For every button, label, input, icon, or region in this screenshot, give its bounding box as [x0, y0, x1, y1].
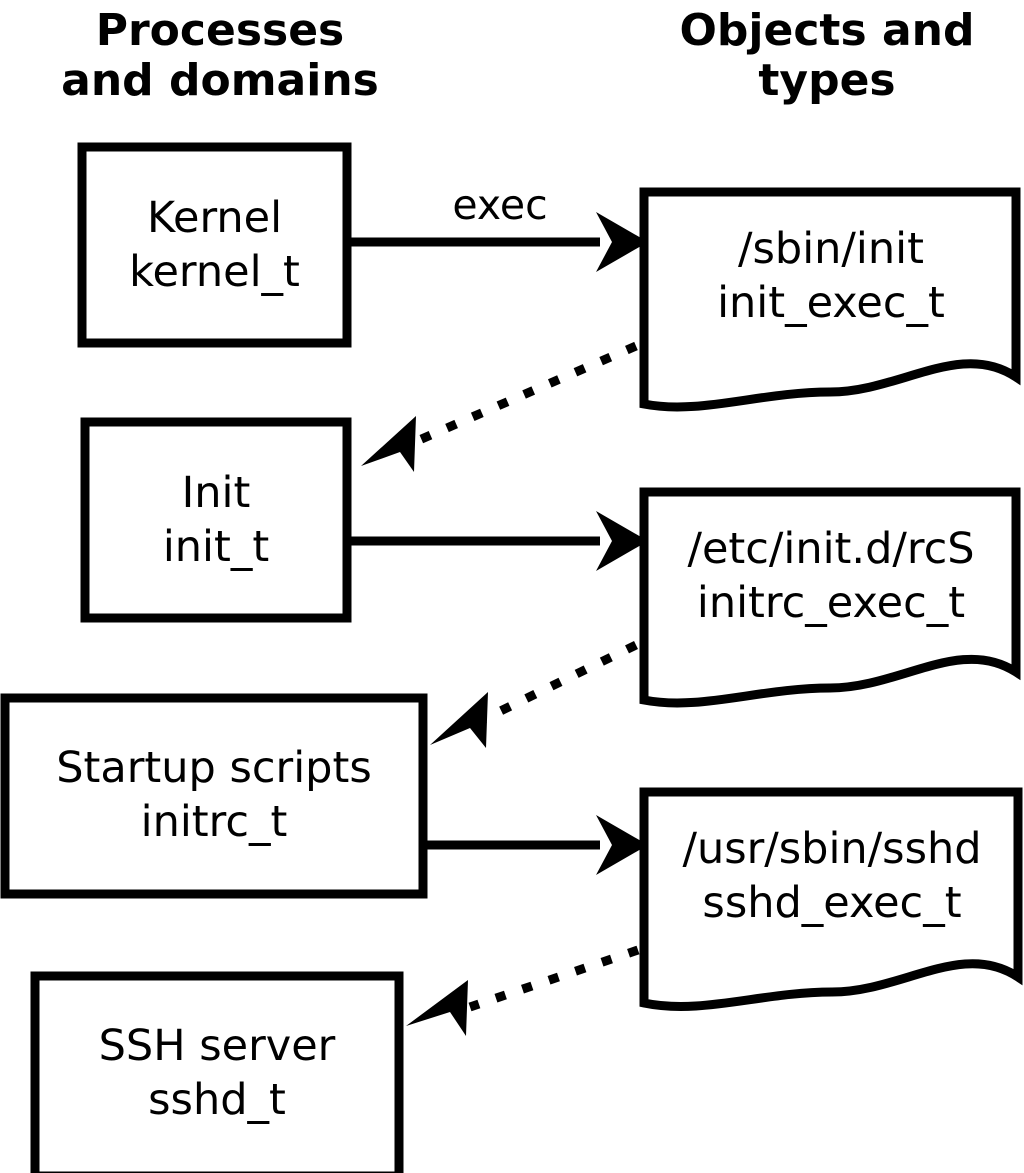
object-doc-sshd-exec[interactable] [639, 787, 1023, 1011]
arrow-sshd-exec-to-sshd [406, 945, 640, 1036]
edge-label-exec: exec [452, 181, 548, 229]
column-heading-processes: Processes and domains [61, 5, 379, 106]
column-heading-objects: Objects and types [679, 5, 975, 106]
object-label-init-exec: /sbin/init init_exec_t [717, 224, 945, 328]
arrow-initrc-exec-to-initrc [430, 640, 638, 748]
process-box-initrc[interactable] [0, 693, 428, 899]
object-doc-init-exec[interactable] [639, 187, 1021, 412]
process-box-kernel[interactable] [77, 142, 352, 348]
process-box-sshd[interactable] [30, 971, 404, 1173]
process-label-init: Init init_t [162, 468, 270, 572]
arrow-init-exec-to-init [361, 341, 638, 472]
process-label-initrc: Startup scripts initrc_t [56, 743, 372, 847]
object-doc-initrc-exec[interactable] [639, 487, 1021, 708]
process-label-sshd: SSH server sshd_t [98, 1021, 336, 1125]
process-label-kernel: Kernel kernel_t [129, 193, 300, 297]
arrow-init-to-initrc-exec [347, 511, 648, 571]
object-label-initrc-exec: /etc/init.d/rcS initrc_exec_t [687, 524, 975, 628]
object-label-sshd-exec: /usr/sbin/sshd sshd_exec_t [682, 824, 982, 928]
process-box-init[interactable] [80, 417, 352, 623]
arrow-initrc-to-sshd-exec [423, 815, 648, 875]
arrow-kernel-to-init-exec [347, 212, 648, 272]
